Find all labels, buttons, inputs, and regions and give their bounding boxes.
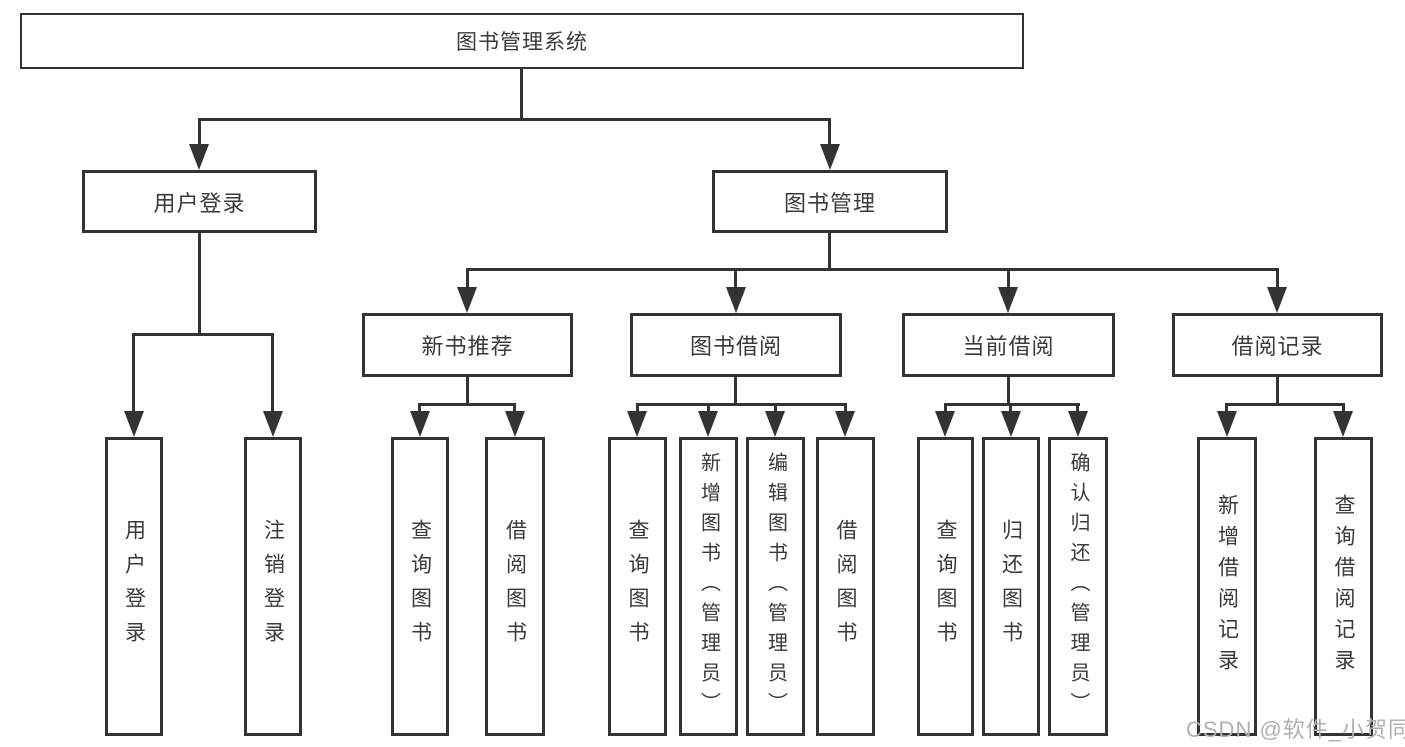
- arrow-down-icon: [1001, 411, 1021, 437]
- arrow-down-icon: [627, 411, 647, 437]
- connector-vline: [774, 403, 777, 413]
- arrow-down-icon: [124, 411, 144, 437]
- leaf-query-books-current: 查询图书: [917, 437, 974, 736]
- arrow-down-icon: [263, 411, 283, 437]
- arrow-down-icon: [457, 287, 477, 313]
- leaf-label: 借阅图书: [503, 518, 527, 655]
- leaf-query-borrow-record: 查询借阅记录: [1314, 437, 1373, 736]
- node-book-borrowing: 图书借阅: [630, 313, 842, 377]
- node-library-management-system: 图书管理系统: [20, 13, 1024, 69]
- connector-vline: [1076, 403, 1079, 413]
- leaf-query-books-borrow: 查询图书: [608, 437, 667, 736]
- connector-vline: [1276, 268, 1279, 289]
- leaf-label: 注销登录: [261, 518, 285, 655]
- arrow-down-icon: [505, 411, 525, 437]
- connector-vline: [466, 268, 469, 289]
- connector-vline: [707, 403, 710, 413]
- connector-hline: [132, 333, 274, 336]
- node-book-management: 图书管理: [712, 170, 948, 233]
- connector-hline: [636, 403, 847, 406]
- leaf-label: 归还图书: [999, 518, 1023, 655]
- connector-vline: [828, 118, 831, 146]
- leaf-add-book-admin: 新增图书（管理员）: [679, 437, 738, 736]
- connector-vline: [1276, 377, 1279, 406]
- leaf-confirm-return-admin: 确认归还（管理员）: [1048, 437, 1108, 736]
- arrow-down-icon: [820, 144, 840, 170]
- connector-hline: [466, 268, 1279, 271]
- leaf-label: 确认归还（管理员）: [1067, 451, 1089, 722]
- leaf-label: 查询图书: [934, 518, 957, 655]
- leaf-label: 编辑图书（管理员）: [764, 451, 787, 722]
- leaf-return-book: 归还图书: [982, 437, 1040, 736]
- connector-hline: [418, 403, 516, 406]
- connector-vline: [466, 377, 469, 406]
- leaf-label: 查询图书: [408, 518, 432, 655]
- connector-vline: [828, 233, 831, 271]
- watermark: CSDN @软件_小贺同学: [1186, 717, 1405, 742]
- connector-vline: [198, 118, 201, 146]
- arrow-down-icon: [1267, 287, 1287, 313]
- node-new-book-recommend: 新书推荐: [362, 313, 573, 377]
- leaf-query-books-recommend: 查询图书: [391, 437, 449, 736]
- leaf-logout: 注销登录: [244, 437, 302, 736]
- arrow-down-icon: [410, 411, 430, 437]
- connector-vline: [271, 333, 274, 413]
- arrow-down-icon: [698, 411, 718, 437]
- connector-vline: [1225, 403, 1228, 413]
- arrow-down-icon: [835, 411, 855, 437]
- arrow-down-icon: [189, 144, 209, 170]
- connector-vline: [844, 403, 847, 413]
- connector-vline: [198, 233, 201, 336]
- arrow-down-icon: [765, 411, 785, 437]
- node-user-login: 用户登录: [82, 170, 317, 233]
- arrow-down-icon: [935, 411, 955, 437]
- connector-hline: [944, 403, 1080, 406]
- connector-vline: [1007, 268, 1010, 289]
- connector-vline: [1342, 403, 1345, 413]
- connector-vline: [418, 403, 421, 413]
- arrow-down-icon: [1217, 411, 1237, 437]
- arrow-down-icon: [726, 287, 746, 313]
- leaf-add-borrow-record: 新增借阅记录: [1197, 437, 1257, 736]
- connector-vline: [1007, 377, 1010, 406]
- leaf-label: 新增图书（管理员）: [697, 451, 720, 722]
- connector-vline: [636, 403, 639, 413]
- leaf-user-login: 用户登录: [105, 437, 163, 736]
- node-borrowing-records: 借阅记录: [1172, 313, 1383, 377]
- arrow-down-icon: [998, 287, 1018, 313]
- leaf-borrow-books-recommend: 借阅图书: [485, 437, 545, 736]
- connector-vline: [520, 69, 523, 121]
- arrow-down-icon: [1068, 411, 1088, 437]
- node-current-borrowing: 当前借阅: [902, 313, 1115, 377]
- leaf-label: 借阅图书: [834, 518, 857, 655]
- connector-hline: [198, 118, 830, 121]
- leaf-label: 查询借阅记录: [1332, 493, 1355, 680]
- connector-vline: [132, 333, 135, 413]
- leaf-label: 查询图书: [626, 518, 649, 655]
- connector-hline: [1225, 403, 1345, 406]
- leaf-label: 新增借阅记录: [1215, 493, 1239, 680]
- connector-vline: [734, 268, 737, 289]
- connector-vline: [513, 403, 516, 413]
- connector-vline: [1009, 403, 1012, 413]
- leaf-borrow-books-borrow: 借阅图书: [816, 437, 875, 736]
- arrow-down-icon: [1333, 411, 1353, 437]
- leaf-label: 用户登录: [122, 518, 146, 655]
- leaf-edit-book-admin: 编辑图书（管理员）: [746, 437, 805, 736]
- connector-vline: [944, 403, 947, 413]
- connector-vline: [734, 377, 737, 406]
